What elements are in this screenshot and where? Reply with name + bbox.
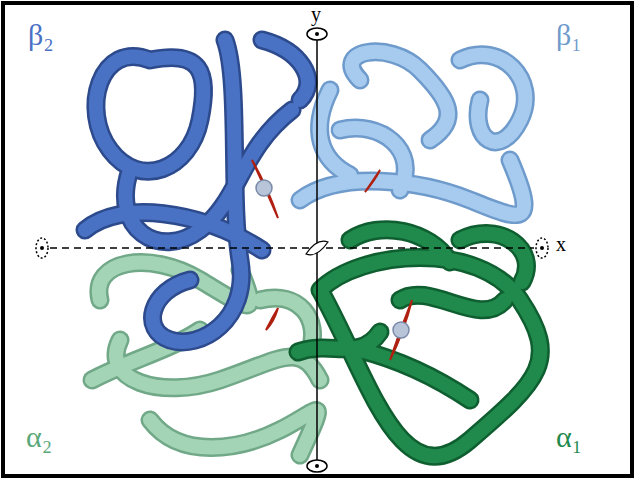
subunit-label: β₂ [28, 20, 54, 50]
alpha1-subunit [298, 230, 540, 456]
symmetry-symbols [36, 28, 548, 472]
alpha2-subunit [92, 263, 320, 455]
x-axis [50, 247, 534, 249]
frame [3, 3, 632, 476]
subunit-label: β₁ [556, 20, 582, 50]
beta2-subunit [85, 40, 308, 342]
subunit-label: α₁ [556, 422, 582, 452]
subunit-label: α₂ [26, 422, 52, 452]
beta1-subunit [300, 52, 525, 215]
axis-label: x [556, 234, 566, 254]
axis-label: y [311, 4, 321, 24]
